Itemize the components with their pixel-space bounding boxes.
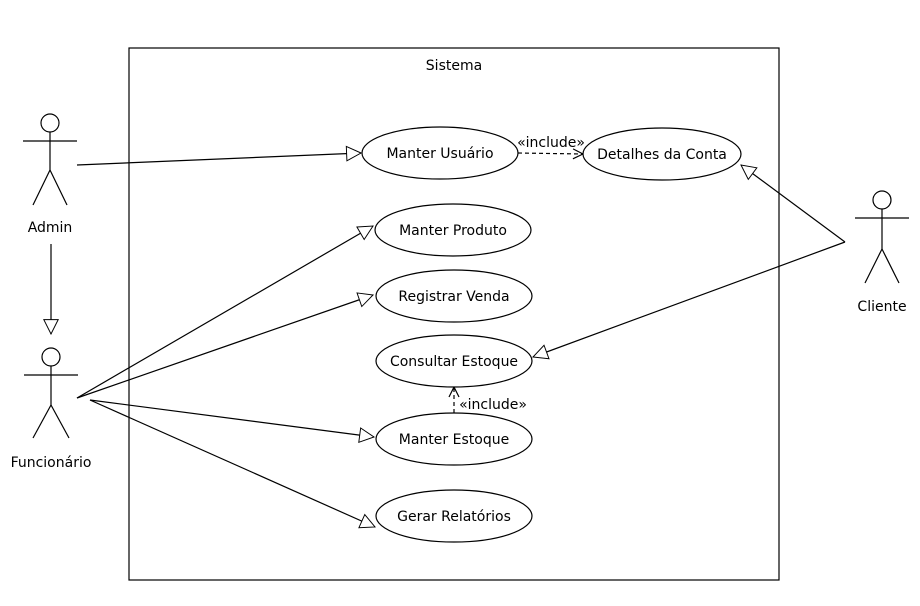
assoc-funcionario <box>76 226 375 527</box>
assoc-funcionario-manter-estoque <box>89 399 374 437</box>
assoc-cliente-consultar-estoque <box>533 241 846 357</box>
include-manter-usuario-detalhes <box>517 153 583 154</box>
assoc-funcionario-manter-produto <box>76 226 373 399</box>
use-case-consultar-estoque: Consultar Estoque <box>375 334 533 388</box>
include-label-2: «include» <box>459 397 527 413</box>
use-case-manter-usuario: Manter Usuário <box>361 126 519 180</box>
use-case-registrar-venda: Registrar Venda <box>375 269 533 323</box>
use-case-manter-produto-label: Manter Produto <box>399 223 507 239</box>
assoc-admin-manter-usuario <box>76 153 361 166</box>
use-case-detalhes-conta: Detalhes da Conta <box>582 127 742 181</box>
actor-admin-label: Admin <box>28 220 73 236</box>
use-case-gerar-relatorios-label: Gerar Relatórios <box>397 509 511 525</box>
use-case-manter-estoque: Manter Estoque <box>375 412 533 466</box>
use-case-registrar-venda-label: Registrar Venda <box>398 289 509 305</box>
assoc-cliente-detalhes-conta <box>741 165 846 243</box>
use-case-detalhes-conta-label: Detalhes da Conta <box>597 147 727 163</box>
actor-funcionario <box>24 347 78 439</box>
assoc-funcionario-registrar-venda <box>76 295 373 399</box>
system-title: Sistema <box>426 58 482 74</box>
use-case-manter-usuario-label: Manter Usuário <box>386 146 493 162</box>
actor-cliente <box>855 190 909 284</box>
actor-funcionario-label: Funcionário <box>11 455 92 471</box>
use-case-manter-produto: Manter Produto <box>374 203 532 257</box>
use-case-consultar-estoque-label: Consultar Estoque <box>390 354 518 370</box>
assoc-funcionario-gerar-relatorios <box>89 399 375 527</box>
use-case-gerar-relatorios: Gerar Relatórios <box>375 489 533 543</box>
actor-admin <box>23 113 77 206</box>
system-boundary <box>128 47 780 581</box>
actor-cliente-label: Cliente <box>857 299 906 315</box>
use-case-manter-estoque-label: Manter Estoque <box>399 432 509 448</box>
include-label-1: «include» <box>517 135 585 151</box>
assoc-cliente <box>533 165 846 357</box>
